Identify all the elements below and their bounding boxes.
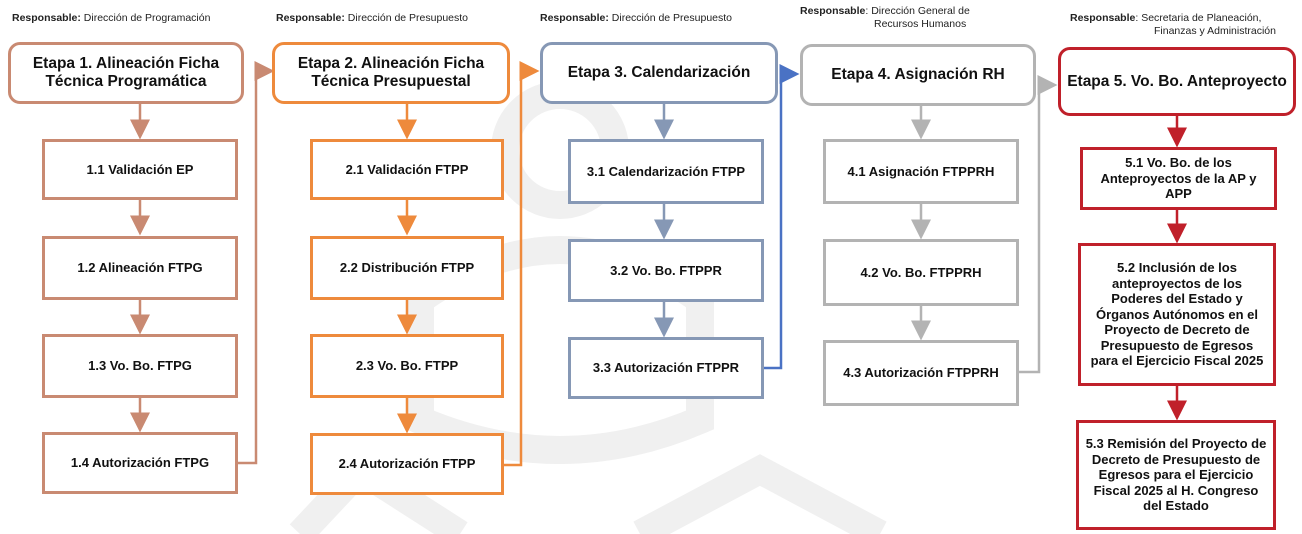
step-4-1: 4.1 Asignación FTPPRH [823, 139, 1019, 204]
step-2-3: 2.3 Vo. Bo. FTPP [310, 334, 504, 398]
step-2-2: 2.2 Distribución FTPP [310, 236, 504, 300]
stage-4-box: Etapa 4. Asignación RH [800, 44, 1036, 106]
step-3-1: 3.1 Calendarización FTPP [568, 139, 764, 204]
stage-3-box: Etapa 3. Calendarización [540, 42, 778, 104]
responsable-2: Responsable: Dirección de Presupuesto [276, 12, 469, 24]
step-4-3: 4.3 Autorización FTPPRH [823, 340, 1019, 406]
stage-5-box: Etapa 5. Vo. Bo. Anteproyecto [1058, 47, 1296, 116]
step-4-2: 4.2 Vo. Bo. FTPPRH [823, 239, 1019, 306]
step-3-2: 3.2 Vo. Bo. FTPPR [568, 239, 764, 302]
step-1-3: 1.3 Vo. Bo. FTPG [42, 334, 238, 398]
step-1-2: 1.2 Alineación FTPG [42, 236, 238, 300]
step-5-1: 5.1 Vo. Bo. de los Anteproyectos de la A… [1080, 147, 1277, 210]
step-1-1: 1.1 Validación EP [42, 139, 238, 200]
step-1-4: 1.4 Autorización FTPG [42, 432, 238, 494]
responsable-3: Responsable: Dirección de Presupuesto [540, 12, 733, 24]
step-3-3: 3.3 Autorización FTPPR [568, 337, 764, 399]
responsable-5: Responsable: Secretaria de Planeación,Fi… [1070, 12, 1276, 37]
step-5-3: 5.3 Remisión del Proyecto de Decreto de … [1076, 420, 1276, 530]
step-2-4: 2.4 Autorización FTPP [310, 433, 504, 495]
stage-2-box: Etapa 2. Alineación Ficha Técnica Presup… [272, 42, 510, 104]
step-5-2: 5.2 Inclusión de los anteproyectos de lo… [1078, 243, 1276, 386]
step-2-1: 2.1 Validación FTPP [310, 139, 504, 200]
responsable-1: Responsable: Dirección de Programación [12, 12, 211, 24]
stage-1-box: Etapa 1. Alineación Ficha Técnica Progra… [8, 42, 244, 104]
